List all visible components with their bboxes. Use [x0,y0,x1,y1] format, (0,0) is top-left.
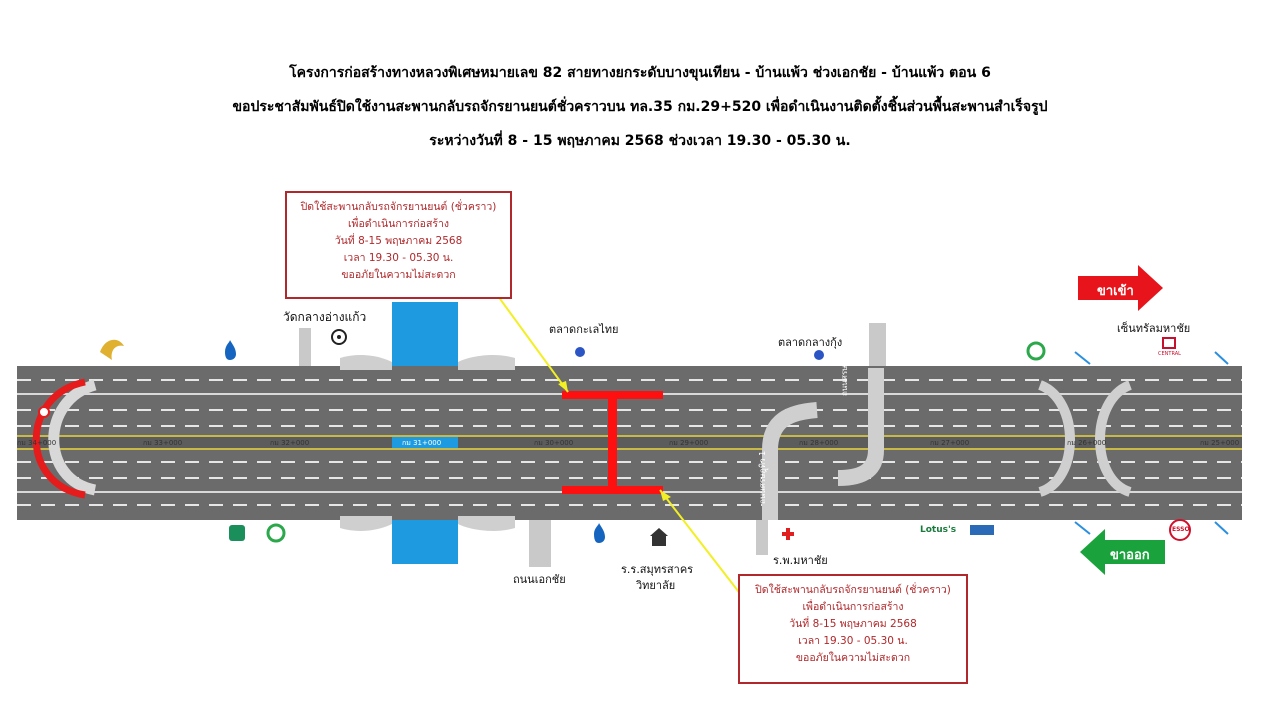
side-road-temple [299,328,311,368]
central-logo-text: CENTRAL [1158,351,1181,357]
north-road-label: ถนนศรษฎุทิว 1 [840,342,849,396]
central-label: เซ็นทรัลมหาชัย [1117,322,1191,335]
header-line-3: ระหว่างวันที่ 8 - 15 พฤษภาคม 2568 ช่วงเว… [429,133,851,149]
notice-line: ปิดใช้สะพานกลับรถจักรยานยนต์ (ชั่วคราว) [755,584,951,596]
outbound-label: ขาออก [1110,548,1150,563]
notice-line: เพื่อดำเนินการก่อสร้าง [347,218,450,230]
bangchak-icon [229,525,245,541]
dharma-wheel-icon [331,329,347,345]
school-label-2: วิทยาลัย [636,579,676,592]
u-turn-left-closed [32,378,86,499]
ptt-station-icon-2 [594,523,605,543]
ptt-station-icon [225,340,236,360]
callout-line-bottom [659,489,746,601]
km-marker: กม 27+000 [930,439,970,447]
header-line-2: ขอประชาสัมพันธ์ปิดใช้งานสะพานกลับรถจักรย… [232,99,1048,115]
pt-station-icon [1026,341,1046,361]
km-marker: กม 33+000 [143,439,183,447]
lotus-label: Lotus's [920,525,957,535]
ramp-left-bottom [340,516,392,531]
u-turn-right-b [1095,380,1133,497]
school-icon [652,535,666,546]
u-turn-right-a [1037,380,1075,497]
km-marker: กม 34+000 [17,439,57,447]
south-road-label: ถนนศรษฎุทิว 1 [758,450,767,504]
km-marker: กม 28+000 [799,439,839,447]
header-line-1: โครงการก่อสร้างทางหลวงพิเศษหมายเลข 82 สา… [289,65,991,81]
notice-line: วันที่ 8-15 พฤษภาคม 2568 [789,618,917,630]
km-31-bridge-marker [392,437,458,448]
market1-label: ตลาดกะเลไทย [549,323,619,336]
inbound-label: ขาเข้า [1097,284,1134,299]
u-turn-left-inner [48,379,97,496]
ramp-right-bottom [458,516,515,531]
notice-box-top: ปิดใช้สะพานกลับรถจักรยานยนต์ (ชั่วคราว) … [285,191,512,299]
lane-markings [17,379,1242,506]
market2-pin-icon [814,350,824,360]
km-marker: กม 26+000 [1067,439,1107,447]
km-marker: กม 31+000 [402,439,442,447]
notice-line: เวลา 19.30 - 05.30 น. [343,252,454,264]
esso-logo-icon [1169,519,1191,541]
notice-line: เพื่อดำเนินการก่อสร้าง [802,601,904,613]
callout-arrow-top [558,381,568,392]
side-road-hospital [756,515,768,555]
ramp-north-curve [837,368,884,486]
watsons-icon [970,525,994,535]
km-marker: กม 32+000 [270,439,310,447]
central-logo-icon [1162,337,1176,349]
no-entry-icon [38,406,50,418]
outbound-arrow-icon [1080,529,1165,575]
km-marker: กม 25+000 [1200,439,1240,447]
market1-pin-icon [575,347,585,357]
esso-label: ESSO [1172,526,1190,533]
inbound-arrow-icon [1078,265,1163,311]
callout-arrow-bottom [660,490,671,501]
notice-line: ขออภัยในความไม่สะดวก [341,269,456,281]
shell-station-icon [100,339,124,360]
median [17,437,1242,448]
ramp-right-top [458,355,515,370]
temple-label: วัดกลางอ่างแก้ว [283,310,367,324]
pt-station-icon-2 [266,523,286,543]
notice-line: วันที่ 8-15 พฤษภาคม 2568 [334,235,463,247]
notice-line: เวลา 19.30 - 05.30 น. [798,635,908,647]
side-road-ekachai [529,515,551,567]
km-marker: กม 30+000 [534,439,574,447]
notice-box-bottom: ปิดใช้สะพานกลับรถจักรยานยนต์ (ชั่วคราว) … [738,574,968,684]
notice-line: ปิดใช้สะพานกลับรถจักรยานยนต์ (ชั่วคราว) [300,201,497,213]
ekachai-road-label: ถนนเอกชัย [513,573,566,586]
frontage-ticks [1074,351,1229,535]
school-label-1: ร.ร.สมุทรสาคร [621,563,694,576]
ramp-south-curve [762,402,818,520]
side-road-north [869,323,886,368]
market2-label: ตลาดกลางกุ้ง [778,336,843,349]
closed-bridge-marker [562,391,663,494]
km-marker: กม 29+000 [669,439,709,447]
notice-line: ขออภัยในความไม่สะดวก [795,652,911,664]
hospital-label: ร.พ.มหาชัย [773,554,828,567]
ramp-left-top [340,355,392,370]
